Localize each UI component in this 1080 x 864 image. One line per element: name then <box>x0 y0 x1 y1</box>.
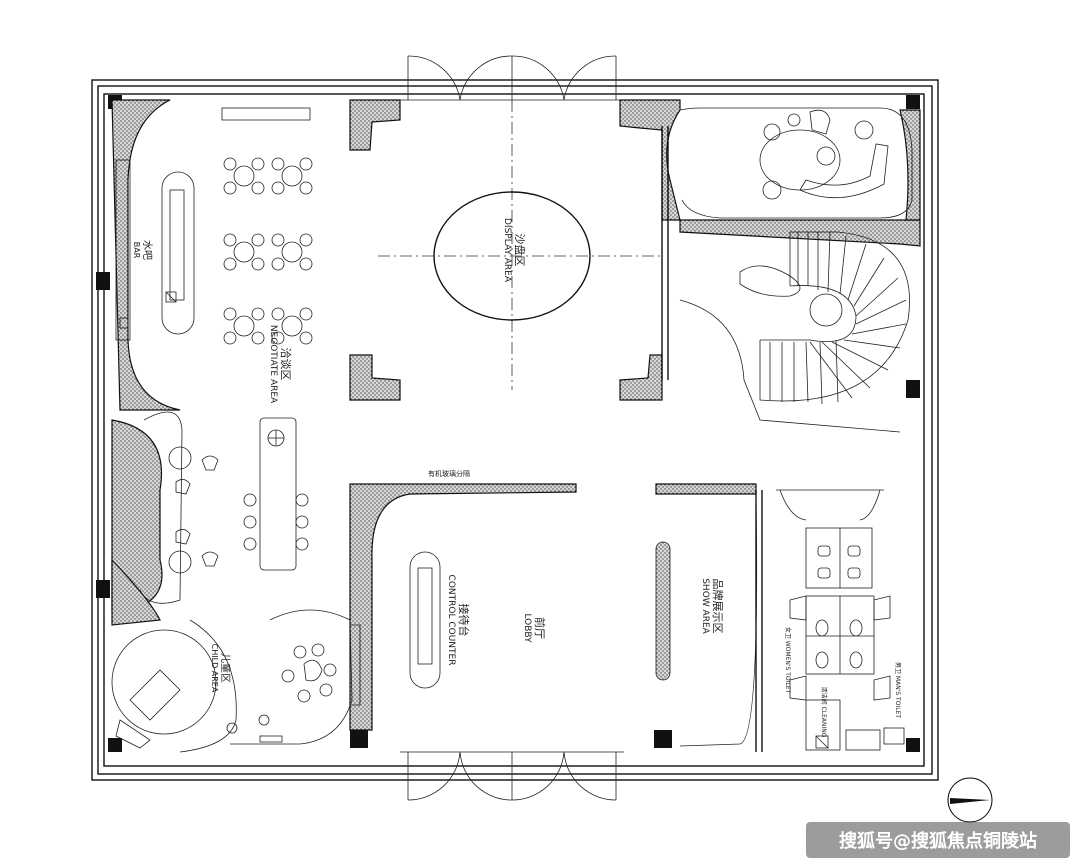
watermark: 搜狐号@搜狐焦点铜陵站 <box>806 822 1070 858</box>
womens-toilet-label: 女卫 WOMEN'S TOILET <box>784 627 792 694</box>
show-label-cn: 品牌展示区 <box>711 579 725 634</box>
child-area-furniture <box>111 609 361 753</box>
hatched-walls <box>111 99 921 731</box>
show-label-en: SHOW AREA <box>700 578 710 634</box>
long-table <box>243 417 309 571</box>
display-area-ellipse <box>433 191 591 321</box>
display-label-cn: 沙盘区 <box>513 234 527 267</box>
negotiate-tables <box>223 157 313 345</box>
child-label-en: CHILD AREA <box>210 644 219 693</box>
interior-partitions <box>661 107 913 752</box>
bar-label-cn: 水吧 <box>141 240 153 260</box>
corner-columns <box>96 95 920 752</box>
counter-label-cn: 接待台 <box>457 604 471 637</box>
outer-walls <box>91 79 939 781</box>
bottom-entry-doors <box>400 751 624 801</box>
north-arrow-icon <box>947 777 993 823</box>
show-area-rail <box>655 541 671 681</box>
reception-counter <box>409 551 441 689</box>
display-axes <box>378 100 660 390</box>
bar-counter <box>115 159 195 341</box>
display-label-en: DISPLAY AREA <box>502 218 512 283</box>
lounge-chairs <box>139 411 219 604</box>
negotiate-label-en: NEGOTIATE AREA <box>268 325 278 404</box>
lobby-label-en: LOBBY <box>522 613 532 643</box>
counter-label-en: CONTROL COUNTER <box>446 575 456 666</box>
toilets <box>776 489 905 751</box>
mens-toilet-label: 男卫 MAN'S TOILET <box>894 662 901 718</box>
room-labels: 水吧 BAR 洽谈区 NEGOTIATE AREA 沙盘区 DISPLAY AR… <box>132 218 901 738</box>
vip-room-furniture <box>759 109 889 200</box>
negotiate-label-cn: 洽谈区 <box>279 348 292 381</box>
bar-label-en: BAR <box>132 242 141 259</box>
cleaning-label: 清洁间 CLEANING <box>820 687 828 738</box>
lobby-label-cn: 前厅 <box>533 617 547 639</box>
spiral-staircase <box>679 231 910 433</box>
partition-note: 有机玻璃分隔 <box>428 469 470 478</box>
top-bench <box>221 107 311 121</box>
child-label-cn: 儿童区 <box>219 653 232 683</box>
watermark-text: 搜狐号@搜狐焦点铜陵站 <box>839 830 1037 852</box>
